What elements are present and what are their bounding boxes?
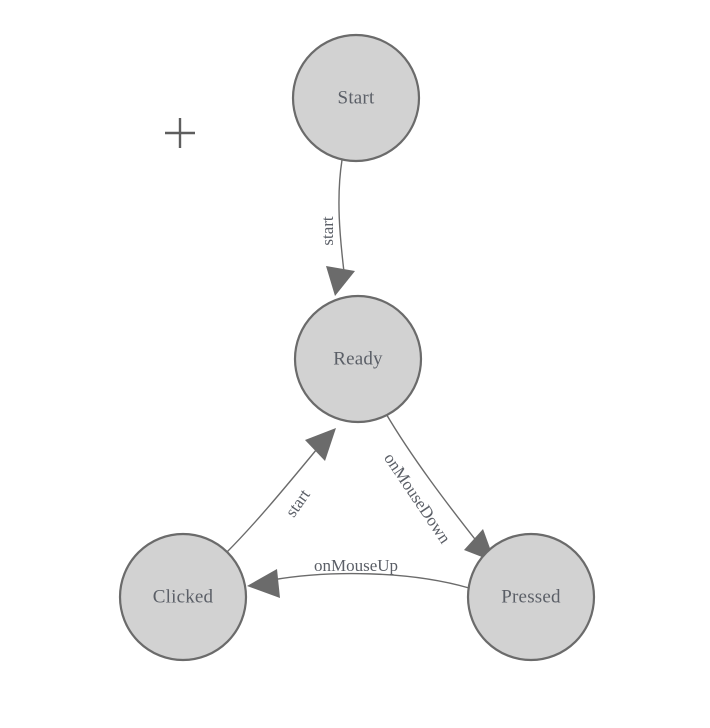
node-clicked[interactable]: Clicked [118, 532, 248, 662]
node-pressed-label: Pressed [501, 586, 561, 607]
node-pressed-circle[interactable] [466, 532, 596, 662]
edge-label-pressed-to-clicked: onMouseUp [314, 556, 398, 575]
node-start[interactable]: Start [291, 33, 421, 163]
crosshair-icon[interactable] [165, 118, 195, 148]
node-clicked-label: Clicked [153, 586, 214, 607]
node-ready-label: Ready [333, 348, 383, 369]
edge-label-start-to-ready: start [318, 216, 337, 246]
edge-path-ready-to-pressed[interactable] [384, 411, 479, 544]
arrowhead-clicked-to-ready [305, 428, 336, 461]
edge-path-start-to-ready[interactable] [338, 159, 345, 273]
edge-label-clicked-to-ready: start [282, 485, 315, 520]
node-ready[interactable]: Ready [293, 294, 423, 424]
edge-ready-to-pressed[interactable]: onMouseDown [380, 411, 495, 562]
node-pressed[interactable]: Pressed [466, 532, 596, 662]
edge-path-clicked-to-ready[interactable] [225, 448, 318, 554]
edge-path-pressed-to-clicked[interactable] [271, 572, 470, 589]
node-start-label: Start [338, 87, 375, 108]
edge-clicked-to-ready[interactable]: start [225, 428, 336, 554]
node-start-circle[interactable] [291, 33, 421, 163]
arrowhead-pressed-to-clicked [247, 569, 280, 598]
edge-pressed-to-clicked[interactable]: onMouseUp [247, 556, 470, 598]
node-ready-circle[interactable] [293, 294, 423, 424]
arrowhead-start-to-ready [326, 266, 355, 296]
node-clicked-circle[interactable] [118, 532, 248, 662]
edge-start-to-ready[interactable]: start [318, 159, 355, 296]
